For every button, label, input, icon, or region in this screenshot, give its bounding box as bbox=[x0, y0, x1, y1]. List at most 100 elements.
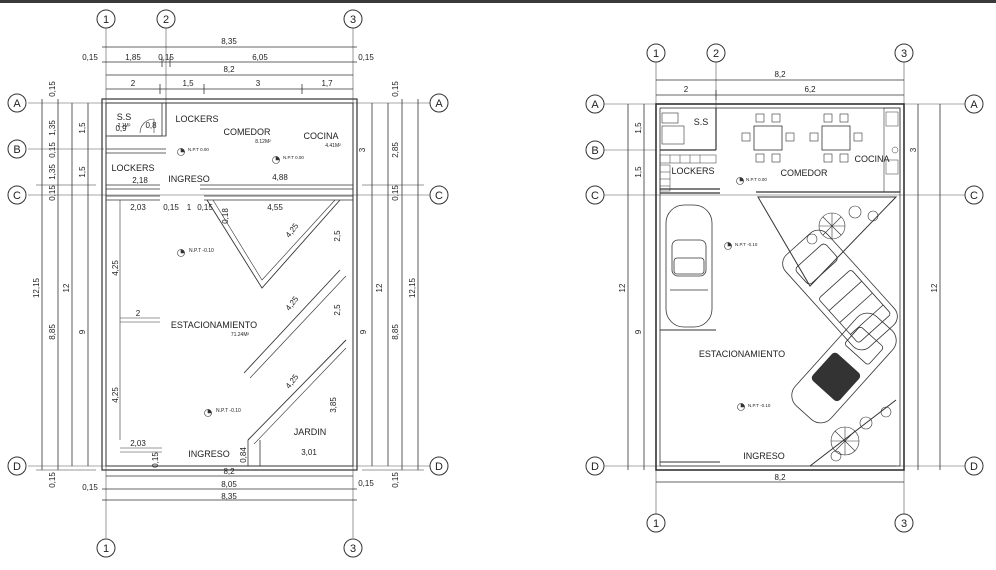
dim-1-int: 1 bbox=[187, 203, 192, 212]
room-ss-left: S.S bbox=[117, 112, 132, 122]
level-marker-icon bbox=[724, 177, 745, 411]
dim-15a-left: 1,5 bbox=[78, 122, 87, 134]
left-interior-dimensions: 2,18 4,88 2,03 0,15 1 0,15 4,55 0,18 0,9… bbox=[111, 121, 342, 468]
dim-9-left-r: 9 bbox=[634, 329, 643, 334]
top-border bbox=[0, 0, 996, 3]
dim-2-int: 2 bbox=[136, 309, 141, 318]
room-estacionamiento-area-left: 71.24M² bbox=[231, 332, 250, 338]
grid-label-a-right: A bbox=[435, 98, 443, 110]
level-npt-3-right: N.P.T -0.10 bbox=[748, 403, 771, 408]
dim-wall-right-top: 0,15 bbox=[358, 53, 374, 62]
room-cocina-area-left: 4.41M² bbox=[325, 143, 341, 149]
dim-015b: 0,15 bbox=[158, 53, 174, 62]
level-npt-1-right: N.P.T 0.00 bbox=[746, 177, 767, 182]
grid-label-a-left-r: A bbox=[591, 99, 599, 111]
left-floor-plan bbox=[28, 28, 430, 538]
dim-15b-r: 1,5 bbox=[634, 166, 643, 178]
room-ss-area-left: 2.1M² bbox=[118, 123, 131, 129]
grid-label-c-left: C bbox=[13, 190, 21, 202]
dim-09: 0,9 bbox=[115, 124, 127, 133]
dim-62-top-r: 6,2 bbox=[804, 85, 816, 94]
grid-label-1-top-r: 1 bbox=[653, 48, 659, 60]
room-ingreso-bottom-left: INGRESO bbox=[188, 449, 230, 459]
dim-left-wall-bottom: 0,15 bbox=[48, 472, 57, 488]
dim-82-bottom: 8,2 bbox=[223, 467, 235, 476]
dim-15a-r: 1,5 bbox=[634, 122, 643, 134]
dim-1215-left: 12,15 bbox=[32, 277, 41, 298]
dim-left-wall-top: 0,15 bbox=[48, 81, 57, 97]
grid-label-3-top: 3 bbox=[350, 14, 356, 26]
grid-label-3-bottom-r: 3 bbox=[901, 518, 907, 530]
dim-015-left: 0,15 bbox=[48, 142, 57, 158]
car-icon bbox=[791, 312, 897, 424]
dim-455: 4,55 bbox=[267, 203, 283, 212]
dim-25b: 2,5 bbox=[333, 304, 342, 316]
level-npt-2-right: N.P.T -0.10 bbox=[735, 242, 758, 247]
level-npt-4-left: N.P.T -0.10 bbox=[216, 408, 241, 414]
dim-185: 1,85 bbox=[125, 53, 141, 62]
right-dimensions: 8,2 2 6,2 8,2 1,5 1,5 12 9 3 12 bbox=[618, 70, 939, 482]
right-room-labels: S.S LOCKERS COMEDOR COCINA ESTACIONAMIEN… bbox=[671, 117, 889, 461]
dim-total-top: 8,35 bbox=[221, 37, 237, 46]
dim-385: 3,85 bbox=[329, 397, 338, 413]
grid-label-2-top-r: 2 bbox=[713, 48, 719, 60]
dim-wall-left-bottom: 0,15 bbox=[82, 483, 98, 492]
dim-203b: 2,03 bbox=[130, 439, 146, 448]
dim-82-top-r: 8,2 bbox=[774, 70, 786, 79]
dim-2-top-r: 2 bbox=[684, 85, 689, 94]
level-npt-2-left: N.P.T 0.00 bbox=[283, 155, 304, 160]
room-comedor-left: COMEDOR bbox=[224, 127, 272, 137]
left-grid-labels: 1 2 3 1 3 A B C D A C D bbox=[13, 14, 443, 555]
room-lockers-left: LOCKERS bbox=[111, 163, 154, 173]
right-level-markers: N.P.T 0.00 N.P.T -0.10 N.P.T -0.10 bbox=[724, 177, 771, 411]
grid-label-a-right-r: A bbox=[970, 99, 978, 111]
dim-wall-left-top: 0,15 bbox=[82, 53, 98, 62]
dim-15b-left: 1,5 bbox=[78, 166, 87, 178]
room-cocina-right: COCINA bbox=[854, 154, 889, 164]
room-ingreso-top-left: INGRESO bbox=[168, 174, 210, 184]
dim-015-right: 0,15 bbox=[391, 185, 400, 201]
dim-425e: 4,25 bbox=[111, 387, 120, 403]
room-ingreso-right: INGRESO bbox=[743, 451, 785, 461]
dim-9-left: 9 bbox=[78, 329, 87, 334]
grid-label-3-bottom: 3 bbox=[350, 543, 356, 555]
dim-425d: 4,25 bbox=[284, 372, 301, 390]
right-grid-labels: 1 2 3 1 3 A B C D A C D bbox=[591, 48, 978, 530]
right-floor-plan bbox=[604, 62, 966, 515]
dim-12-right: 12 bbox=[375, 283, 384, 292]
left-bottom-dimensions: 8,2 0,15 8,05 0,15 8,35 bbox=[82, 467, 374, 501]
grid-label-d-left-r: D bbox=[591, 461, 599, 473]
grid-label-c-left-r: C bbox=[591, 190, 599, 202]
dim-015-int: 0,15 bbox=[163, 203, 179, 212]
room-estacionamiento-left: ESTACIONAMIENTO bbox=[171, 320, 257, 330]
dim-1215-right: 12,15 bbox=[408, 277, 417, 298]
grid-label-d-right: D bbox=[435, 461, 443, 473]
dim-015b-left: 0,15 bbox=[48, 185, 57, 201]
grid-label-1-bottom-r: 1 bbox=[653, 518, 659, 530]
dim-15: 1,5 bbox=[182, 79, 194, 88]
right-side-dimensions-left-plan: 0,15 3 2,85 0,15 12,15 12 8,85 9 0,15 bbox=[358, 81, 417, 488]
dim-018: 0,18 bbox=[221, 208, 230, 224]
dim-3-right-r: 3 bbox=[909, 147, 918, 152]
left-top-dimensions: 8,35 0,15 1,85 0,15 6,05 0,15 8,2 2 1,5 … bbox=[82, 37, 374, 88]
left-grid-bubbles bbox=[7, 9, 449, 558]
grid-label-b-left: B bbox=[13, 144, 20, 156]
grid-label-1-bottom: 1 bbox=[103, 543, 109, 555]
dim-425a: 4,25 bbox=[111, 260, 120, 276]
room-cocina-left: COCINA bbox=[303, 131, 338, 141]
dim-82-top: 8,2 bbox=[223, 65, 235, 74]
dim-218: 2,18 bbox=[132, 176, 148, 185]
grid-label-2-top: 2 bbox=[163, 14, 169, 26]
room-jardin-left: JARDIN bbox=[294, 427, 327, 437]
dim-425b: 4,25 bbox=[284, 221, 301, 239]
dim-135a: 1,35 bbox=[48, 120, 57, 136]
dim-084: 0,84 bbox=[239, 447, 248, 463]
left-room-labels: S.S 2.1M² LOCKERS COMEDOR 8.12M² COCINA … bbox=[111, 112, 341, 459]
pickup-truck-icon bbox=[782, 229, 898, 351]
dim-82-bottom-r: 8,2 bbox=[774, 473, 786, 482]
dim-488: 4,88 bbox=[272, 173, 288, 182]
right-grid-bubbles bbox=[585, 43, 984, 533]
dim-3-right: 3 bbox=[358, 147, 367, 152]
dim-135b: 1,35 bbox=[48, 164, 57, 180]
